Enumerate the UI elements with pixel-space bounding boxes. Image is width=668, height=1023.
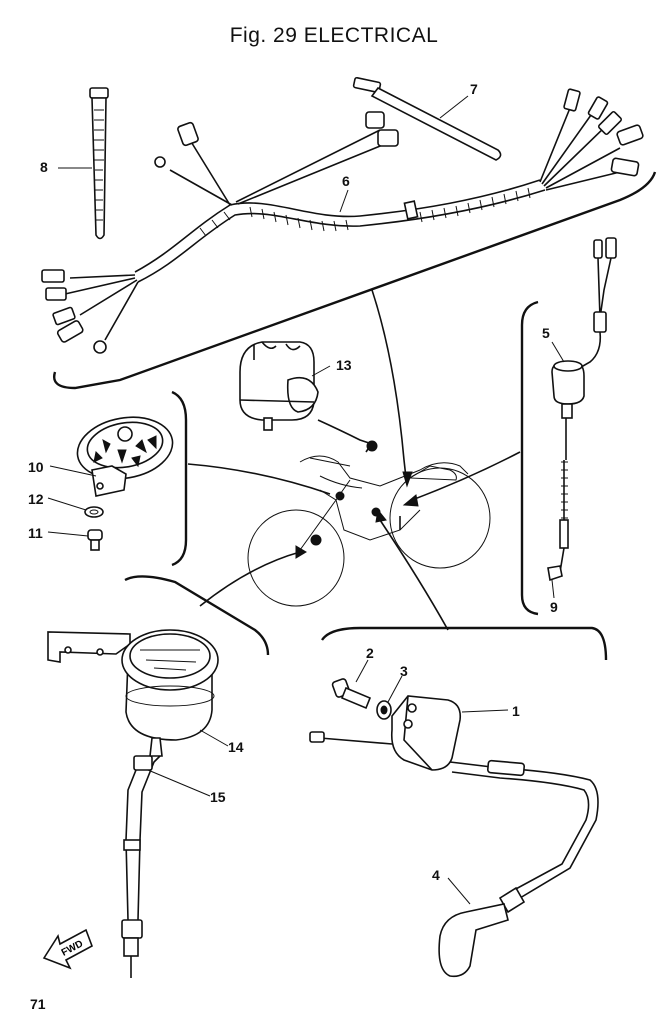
switch-section-border	[321, 626, 608, 661]
callout-leaders	[47, 95, 565, 905]
wire-harness	[41, 88, 644, 354]
callout-11: 11	[28, 525, 43, 541]
harness-section-border	[53, 171, 657, 390]
cdi-washer	[376, 700, 392, 720]
ignition-coil	[551, 237, 617, 549]
spark-plug-cap-screw	[547, 547, 565, 582]
callout-6: 6	[342, 173, 350, 189]
horn-washer	[84, 506, 104, 518]
speedometer-cable	[121, 755, 161, 978]
callout-14: 14	[228, 739, 244, 755]
horn	[76, 416, 174, 497]
callout-2: 2	[366, 645, 374, 661]
rubber-band	[352, 76, 502, 161]
cdi-unit	[309, 695, 599, 899]
callout-13: 13	[336, 357, 352, 373]
coil-section-border	[520, 300, 539, 616]
callout-4: 4	[432, 867, 440, 883]
figure-title: Fig. 29 ELECTRICAL	[229, 24, 439, 47]
motorcycle-silhouette	[247, 455, 491, 607]
callout-12: 12	[28, 491, 44, 507]
callout-1: 1	[512, 703, 520, 719]
page-number: 71	[30, 996, 46, 1012]
meter-section-border	[124, 575, 270, 656]
callout-9: 9	[550, 599, 558, 615]
callout-15: 15	[210, 789, 226, 805]
speedometer	[121, 629, 219, 757]
fwd-arrow: FWD	[42, 928, 93, 970]
callout-7: 7	[470, 81, 478, 97]
callout-8: 8	[40, 159, 48, 175]
leader-lines	[187, 289, 521, 631]
handlebar-switch	[239, 341, 373, 445]
callout-10: 10	[28, 459, 44, 475]
spark-plug-cap	[438, 886, 526, 978]
callout-3: 3	[400, 663, 408, 679]
callout-5: 5	[542, 325, 550, 341]
horn-screw	[87, 529, 103, 551]
horn-section-border	[171, 390, 188, 567]
cable-tie	[89, 87, 109, 240]
speedometer-bracket	[47, 631, 131, 663]
cdi-bolt	[331, 678, 372, 710]
